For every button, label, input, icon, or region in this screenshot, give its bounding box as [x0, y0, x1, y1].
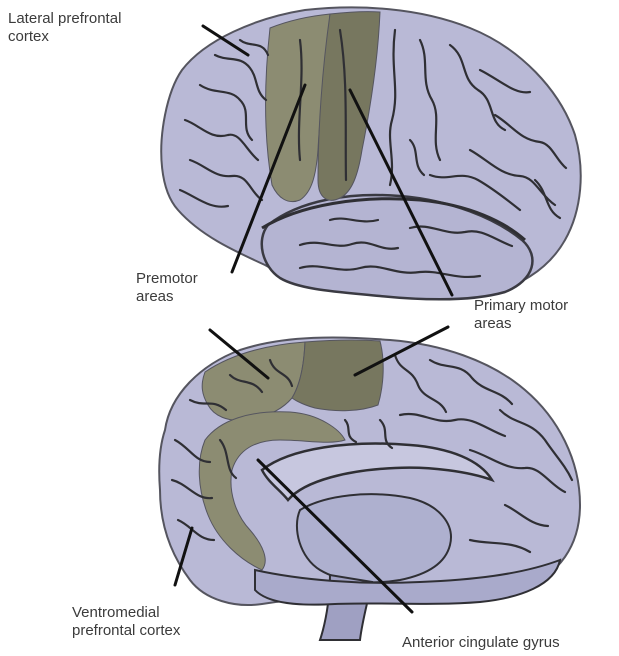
label-primary-motor-areas: Primary motor areas: [474, 297, 568, 333]
label-ventromedial-line1: Ventromedial: [72, 604, 180, 622]
label-premotor-areas: Premotor areas: [136, 270, 198, 306]
label-lateral-prefrontal-line2: cortex: [8, 28, 121, 46]
label-primary-motor-line2: areas: [474, 315, 568, 333]
label-ventromedial-prefrontal-cortex: Ventromedial prefrontal cortex: [72, 604, 180, 640]
label-premotor-line1: Premotor: [136, 270, 198, 288]
primary-motor-area-medial: [292, 340, 383, 411]
label-anterior-cingulate-line1: Anterior cingulate gyrus: [402, 634, 560, 652]
label-lateral-prefrontal-line1: Lateral prefrontal: [8, 10, 121, 28]
label-premotor-line2: areas: [136, 288, 198, 306]
label-anterior-cingulate-gyrus: Anterior cingulate gyrus: [402, 634, 560, 652]
label-ventromedial-line2: prefrontal cortex: [72, 622, 180, 640]
medial-brain-view: [159, 337, 580, 640]
brainstem-region: [297, 494, 451, 582]
lateral-brain-view: [161, 7, 580, 299]
label-lateral-prefrontal-cortex: Lateral prefrontal cortex: [8, 10, 121, 46]
label-primary-motor-line1: Primary motor: [474, 297, 568, 315]
